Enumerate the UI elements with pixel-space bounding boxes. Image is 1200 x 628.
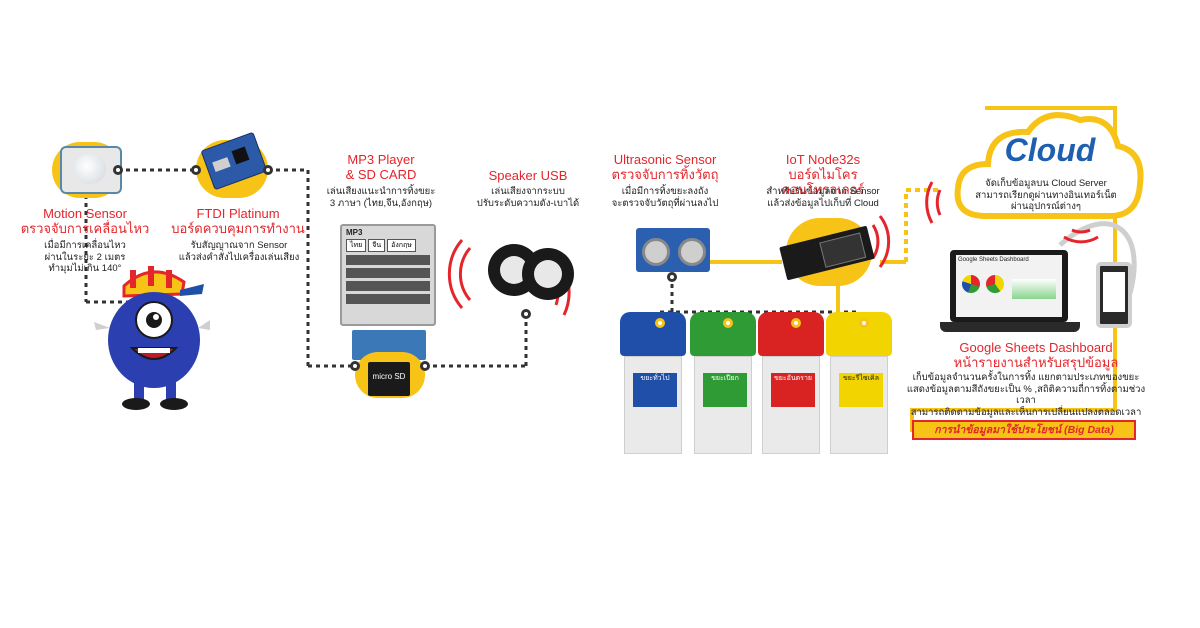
laptop-base: [940, 322, 1080, 332]
bin-label: ขยะอันตราย: [771, 373, 815, 407]
bin-lid: [826, 312, 892, 356]
bin-label: ขยะทั่วไป: [633, 373, 677, 407]
connector-dot: [350, 361, 360, 371]
trash-bin: ขยะรีไซเคิล: [826, 312, 892, 454]
trash-bin: ขยะอันตราย: [758, 312, 824, 454]
bin-label: ขยะเปียก: [703, 373, 747, 407]
lang-option: อังกฤษ: [387, 239, 416, 252]
motion-sensor-desc: เมื่อมีการเคลื่อนไหว ผ่านในระยะ 2 เมตร ท…: [44, 240, 126, 274]
sheets-title: Google Sheets Dashboard หน้ารายงานสำหรับ…: [953, 340, 1119, 370]
mascot-image: [92, 262, 212, 412]
speaker-image: [484, 240, 576, 302]
connector-dot: [723, 318, 733, 328]
bin-lid: [620, 312, 686, 356]
phone-image: [1096, 262, 1132, 328]
bins-group: ขยะทั่วไป ขยะเปียก ขยะอันตราย ขยะรีไซเคิ…: [620, 312, 892, 456]
ultrasonic-title: Ultrasonic Sensor ตรวจจับการทิ้งวัตถุ: [611, 152, 719, 182]
micro-sd-card-image: micro SD: [368, 362, 410, 396]
laptop-image: Google Sheets Dashboard: [950, 250, 1068, 322]
lang-option: จีน: [368, 239, 386, 252]
trash-bin: ขยะทั่วไป: [620, 312, 686, 454]
mp3-desc: เล่นเสียงแนะนำการทิ้งขยะ 3 ภาษา (ไทย,จีน…: [326, 186, 436, 209]
motion-sensor-title: Motion Sensor ตรวจจับการเคลื่อนไหว: [20, 206, 150, 236]
connector-dot: [521, 309, 531, 319]
speaker-title: Speaker USB: [488, 168, 568, 183]
speaker-desc: เล่นเสียงจากระบบ ปรับระดับความดัง-เบาได้: [476, 186, 580, 209]
connector-dot: [113, 165, 123, 175]
ultrasonic-desc: เมื่อมีการทิ้งขยะลงถัง จะตรวจจับวัตถุที่…: [611, 186, 719, 209]
cloud-desc: จัดเก็บข้อมูลบน Cloud Server สามารถเรียก…: [975, 178, 1117, 212]
connector-dot: [420, 361, 430, 371]
ftdi-title: FTDI Platinum บอร์ดควบคุมการทำงาน: [171, 206, 305, 236]
mp3-title: MP3 Player & SD CARD: [345, 152, 417, 182]
big-data-banner: การนำข้อมูลมาใช้ประโยชน์ (Big Data): [912, 420, 1136, 440]
bin-label: ขยะรีไซเคิล: [839, 373, 883, 407]
bin-lid: [690, 312, 756, 356]
ftdi-desc: รับสัญญาณจาก Sensor แล้วส่งคำสั่งไปเครื่…: [178, 240, 300, 263]
connector-dot: [655, 318, 665, 328]
connector-dot: [191, 165, 201, 175]
lang-option: ไทย: [346, 239, 367, 252]
ultrasonic-sensor-image: [636, 228, 710, 272]
pir-sensor-image: [60, 146, 122, 194]
connector-dot: [263, 165, 273, 175]
mp3-menu-panel: MP3 ไทย จีน อังกฤษ: [340, 224, 436, 326]
dashboard-screen-title: Google Sheets Dashboard: [958, 257, 1029, 263]
iot-desc: สำหรับรับข้อมูลจาก Sensor แล้วส่งข้อมูลไ…: [766, 186, 880, 209]
sheets-desc: เก็บข้อมูลจำนวนครั้งในการทิ้ง แยกตามประเ…: [906, 372, 1146, 418]
connector-dot: [791, 318, 801, 328]
connector-dot: [667, 272, 677, 282]
iot-title: IoT Node32s บอร์ดไมโครคอนโทรลเลอร์: [781, 152, 865, 197]
trash-bin: ขยะเปียก: [690, 312, 756, 454]
bin-lid: [758, 312, 824, 356]
cloud-shape: [950, 100, 1146, 230]
connector-dot: [859, 318, 869, 328]
cloud-title: Cloud: [1004, 132, 1096, 168]
